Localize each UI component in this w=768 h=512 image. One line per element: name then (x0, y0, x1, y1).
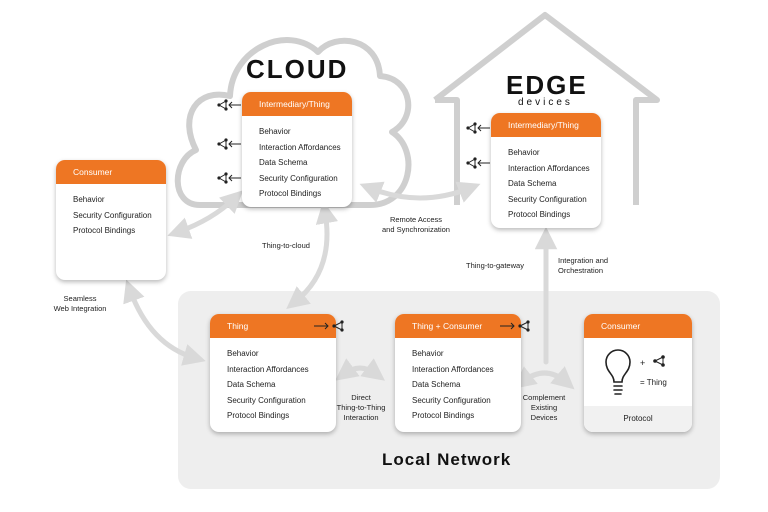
seamless-label: Seamless Web Integration (40, 294, 120, 314)
label-line: Web Integration (53, 304, 107, 313)
card-header: Intermediary/Thing (242, 92, 352, 116)
card-item: Protocol Bindings (412, 411, 475, 420)
label-line: Orchestration (558, 266, 604, 275)
protocol-footer: Protocol (584, 406, 692, 432)
edge-intermediary-card: Intermediary/Thing Behavior Interaction … (491, 113, 601, 228)
label-line: Integration and (558, 256, 609, 265)
card-item: Security Configuration (508, 194, 587, 204)
card-item: Protocol Bindings (227, 411, 290, 420)
card-item: Security Configuration (227, 395, 306, 405)
remote-access-label: Remote Access and Synchronization (376, 215, 456, 235)
label-line: Seamless (63, 294, 97, 303)
thing-card: Thing Behavior Interaction Affordances D… (210, 314, 336, 432)
card-item: Security Configuration (412, 395, 491, 405)
label-line: Interaction (343, 413, 379, 422)
card-body: Behavior Interaction Affordances Data Sc… (395, 338, 521, 424)
arrow-thingconsumer-consumer (513, 366, 575, 390)
arrow-cloud-edge (359, 181, 481, 203)
arrow-consumer-thing (123, 279, 206, 366)
card-item: Data Schema (508, 179, 557, 188)
label-line: Remote Access (389, 215, 443, 224)
card-item: Data Schema (227, 380, 276, 389)
card-item: Data Schema (412, 380, 461, 389)
label-line: Direct (351, 393, 371, 402)
house-shape (433, 12, 660, 205)
card-item: Interaction Affordances (259, 142, 341, 152)
arrow-consumer-cloud (167, 190, 244, 239)
card-item: Interaction Affordances (227, 364, 309, 374)
card-header: Consumer (56, 160, 166, 184)
card-item: Behavior (259, 127, 291, 136)
edge-subtitle: devices (518, 97, 573, 108)
card-item: Security Configuration (73, 210, 152, 220)
card-body: Behavior Security Configuration Protocol… (56, 184, 166, 239)
card-item: Protocol Bindings (508, 210, 571, 219)
card-item: Security Configuration (259, 173, 338, 183)
card-header: Intermediary/Thing (491, 113, 601, 137)
card-header: Thing + Consumer (395, 314, 521, 338)
cloud-intermediary-card: Intermediary/Thing Behavior Interaction … (242, 92, 352, 207)
card-item: Interaction Affordances (412, 364, 494, 374)
card-body: Behavior Interaction Affordances Data Sc… (491, 137, 601, 223)
direct-label: Direct Thing-to-Thing Interaction (326, 393, 396, 423)
complement-label: Complement Existing Devices (514, 393, 574, 423)
card-item: Interaction Affordances (508, 163, 590, 173)
arrow-cloud-thing (286, 200, 338, 310)
local-network-title: Local Network (382, 450, 512, 469)
card-item: Data Schema (259, 158, 308, 167)
equals-thing-label: = Thing (640, 378, 667, 387)
consumer-right-art (605, 349, 665, 395)
lightbulb-icon (605, 349, 631, 395)
label-line: Complement (522, 393, 566, 402)
thing-to-cloud-label: Thing-to-cloud (262, 241, 310, 250)
cloud-shape (174, 37, 412, 208)
edge-title: EDGE (506, 70, 588, 100)
label-line: and Synchronization (382, 225, 450, 234)
connector-arrows (123, 181, 575, 390)
thing-to-gateway-label: Thing-to-gateway (466, 261, 524, 270)
cloud-title: CLOUD (246, 54, 349, 84)
card-item: Behavior (412, 349, 444, 358)
card-header: Consumer (584, 314, 692, 338)
integration-label: Integration and Orchestration (558, 256, 608, 276)
card-body: Behavior Interaction Affordances Data Sc… (242, 116, 352, 202)
label-line: Devices (530, 413, 558, 422)
card-header: Thing (210, 314, 336, 338)
card-item: Behavior (227, 349, 259, 358)
label-line: Thing-to-Thing (336, 403, 386, 412)
thing-consumer-card: Thing + Consumer Behavior Interaction Af… (395, 314, 521, 432)
card-body: Behavior Interaction Affordances Data Sc… (210, 338, 336, 424)
share-icon (653, 355, 665, 367)
card-item: Protocol Bindings (259, 189, 322, 198)
plus-sign: + (640, 358, 646, 368)
card-item: Behavior (508, 148, 540, 157)
label-line: Existing (530, 403, 558, 412)
card-item: Behavior (73, 195, 105, 204)
consumer-left-card: Consumer Behavior Security Configuration… (56, 160, 166, 280)
arrow-thing-thingconsumer (334, 358, 386, 381)
consumer-right-card: Consumer + = Thing Protocol (584, 314, 692, 432)
card-item: Protocol Bindings (73, 226, 136, 235)
